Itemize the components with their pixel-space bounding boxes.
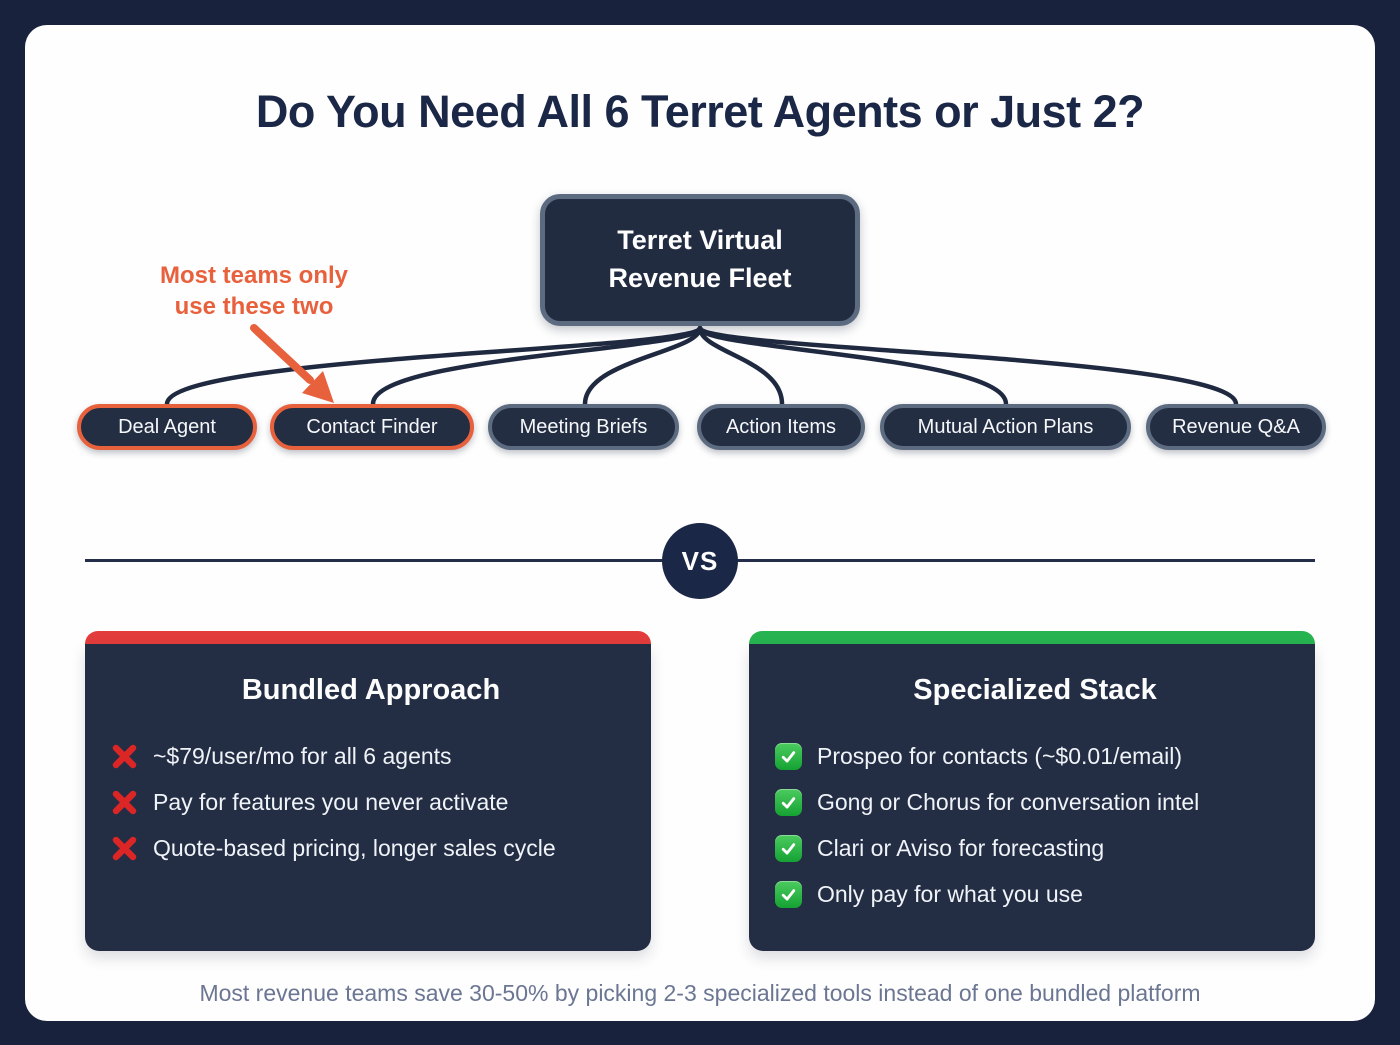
- root-node: Terret Virtual Revenue Fleet: [540, 194, 860, 326]
- check-icon: [775, 880, 802, 908]
- red-accent-bar: [85, 631, 651, 644]
- agent-pill-label: Action Items: [725, 415, 837, 438]
- specialized-stack-body: Specialized Stack Prospeo for contacts (…: [749, 644, 1315, 951]
- root-node-label: Terret Virtual Revenue Fleet: [608, 225, 792, 293]
- list-item-text: Clari or Aviso for forecasting: [817, 834, 1105, 861]
- bundled-approach-body: Bundled Approach ~$79/user/mo for all 6 …: [85, 644, 651, 951]
- agent-pill-action-items: Action Items: [697, 404, 865, 450]
- green-accent-bar: [749, 631, 1315, 644]
- check-icon: [775, 834, 802, 862]
- vs-badge-label: VS: [681, 545, 719, 576]
- list-item-text: Gong or Chorus for conversation intel: [817, 788, 1200, 815]
- list-item: Clari or Aviso for forecasting: [775, 825, 1295, 871]
- annotation-text: Most teams only use these two: [159, 262, 349, 321]
- specialized-stack-card: Specialized Stack Prospeo for contacts (…: [749, 631, 1315, 951]
- check-icon: [775, 742, 802, 770]
- agent-pill-mutual-action-plans: Mutual Action Plans: [880, 404, 1131, 450]
- list-item-text: Prospeo for contacts (~$0.01/email): [817, 742, 1182, 769]
- bundled-approach-card: Bundled Approach ~$79/user/mo for all 6 …: [85, 631, 651, 951]
- list-item-text: Only pay for what you use: [817, 880, 1083, 907]
- list-item-text: Pay for features you never activate: [153, 788, 509, 815]
- list-item-text: ~$79/user/mo for all 6 agents: [153, 742, 452, 769]
- vs-badge: VS: [662, 523, 738, 599]
- list-item: Gong or Chorus for conversation intel: [775, 779, 1295, 825]
- agent-pill-revenue-qa: Revenue Q&A: [1146, 404, 1326, 450]
- list-item-text: Quote-based pricing, longer sales cycle: [153, 834, 556, 861]
- footer-note: Most revenue teams save 30-50% by pickin…: [199, 980, 1201, 1006]
- card-title: Bundled Approach: [241, 674, 501, 706]
- list-item: Prospeo for contacts (~$0.01/email): [775, 733, 1295, 779]
- cross-icon: [112, 790, 137, 814]
- list-item: Quote-based pricing, longer sales cycle: [111, 825, 631, 871]
- agent-pill-contact-finder: Contact Finder: [270, 404, 474, 450]
- cross-icon: [112, 744, 137, 768]
- list-item: Pay for features you never activate: [111, 779, 631, 825]
- agent-pill-label: Deal Agent: [118, 415, 216, 438]
- cross-icon: [112, 836, 137, 860]
- agent-pill-meeting-briefs: Meeting Briefs: [488, 404, 679, 450]
- agent-pill-label: Revenue Q&A: [1172, 415, 1300, 438]
- list-item: Only pay for what you use: [775, 871, 1295, 917]
- agent-pill-label: Contact Finder: [306, 415, 438, 438]
- card-title: Specialized Stack: [913, 674, 1157, 706]
- check-icon: [775, 788, 802, 816]
- agent-pill-label: Meeting Briefs: [519, 415, 648, 438]
- agent-pill-label: Mutual Action Plans: [917, 415, 1094, 438]
- page-title: Do You Need All 6 Terret Agents or Just …: [255, 86, 1145, 137]
- list-item: ~$79/user/mo for all 6 agents: [111, 733, 631, 779]
- agent-pill-deal-agent: Deal Agent: [77, 404, 257, 450]
